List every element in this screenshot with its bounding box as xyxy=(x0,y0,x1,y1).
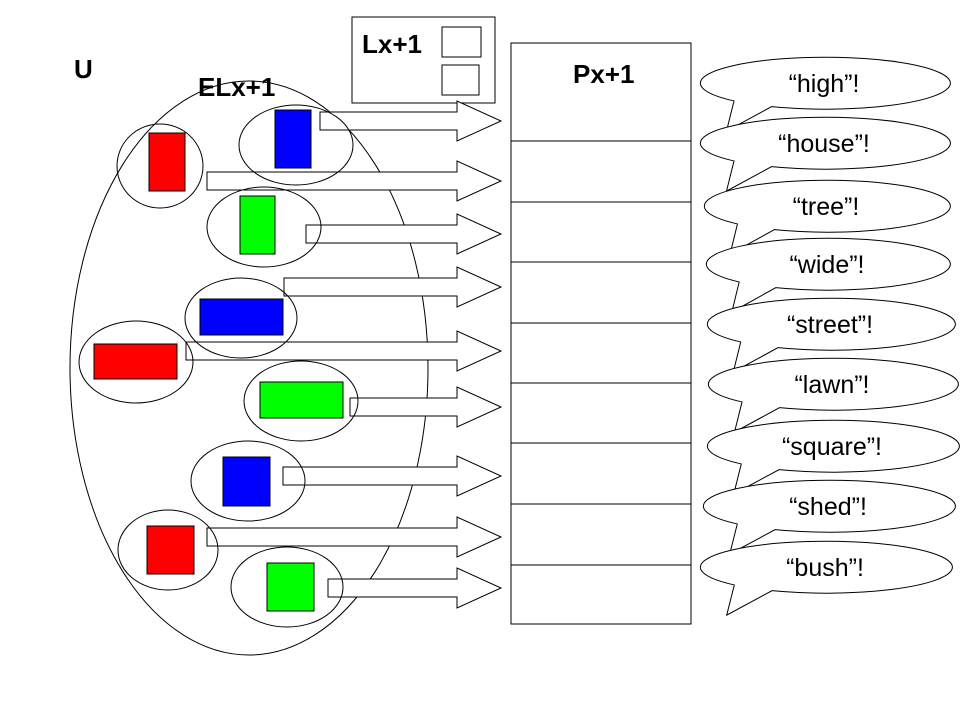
element-circle xyxy=(116,123,204,209)
universe-label: U xyxy=(74,54,93,84)
speech-bubble-text: “shed”! xyxy=(789,493,867,521)
speech-bubble: “shed”! xyxy=(702,479,956,556)
bubbles-layer: “high”! “house”! “tree”! “wide”! “street”! “l… xyxy=(699,56,960,617)
arrows-layer xyxy=(185,100,503,609)
speech-bubble: “tree”! xyxy=(703,179,951,256)
mapping-arrow xyxy=(282,455,503,497)
speech-bubble-text: “tree”! xyxy=(793,193,860,221)
speech-bubble-outline xyxy=(705,237,951,314)
mapping-arrow xyxy=(305,213,503,255)
mapping-arrow xyxy=(349,386,503,428)
legend-swatch-top xyxy=(441,26,482,58)
panel-box xyxy=(510,42,692,625)
red-square-rect xyxy=(146,525,195,575)
speech-bubble-outline xyxy=(703,179,951,256)
mapping-arrow xyxy=(327,567,503,609)
green-wide-rect xyxy=(259,381,344,419)
speech-bubble-outline xyxy=(699,540,953,617)
panel-label: Px+1 xyxy=(573,59,634,89)
element-set-ellipse xyxy=(69,80,429,656)
element-circle xyxy=(190,440,306,522)
mapping-arrow xyxy=(206,516,503,558)
element-circle xyxy=(117,509,219,591)
mapping-arrow xyxy=(319,100,503,142)
speech-bubble-outline xyxy=(699,56,951,133)
red-tall-rect xyxy=(148,132,186,192)
speech-bubble: “house”! xyxy=(699,116,951,193)
speech-bubble-text: “street”! xyxy=(787,311,873,339)
speech-bubble-text: “house”! xyxy=(778,130,870,158)
blue-tall-rect xyxy=(274,109,312,169)
red-wide-rect xyxy=(93,343,178,380)
speech-bubble-text: “lawn”! xyxy=(794,371,869,399)
speech-bubble-outline xyxy=(706,297,956,374)
element-circle xyxy=(206,186,322,268)
speech-bubble-outline xyxy=(699,116,951,193)
element-circle xyxy=(243,360,359,442)
speech-bubble-text: “bush”! xyxy=(786,554,864,582)
speech-bubble: “bush”! xyxy=(699,540,953,617)
speech-bubble-outline xyxy=(702,479,956,556)
mapping-arrow xyxy=(283,266,503,308)
speech-bubble: “lawn”! xyxy=(707,357,959,434)
mapping-arrow xyxy=(185,330,503,372)
element-circle xyxy=(238,104,354,186)
blue-wide-rect xyxy=(199,298,284,336)
speech-bubble-text: “high”! xyxy=(789,70,860,98)
green-square-rect xyxy=(266,562,315,612)
speech-bubble: “street”! xyxy=(706,297,956,374)
mapping-arrow xyxy=(206,160,503,202)
element-circle xyxy=(78,320,194,404)
element-circle xyxy=(230,546,344,628)
blue-square-rect xyxy=(222,456,271,507)
speech-bubble-outline xyxy=(707,357,959,434)
speech-bubble: “high”! xyxy=(699,56,951,133)
elements-layer xyxy=(78,104,359,628)
speech-bubble-text: “square”! xyxy=(782,433,882,461)
element-set-label: ELx+1 xyxy=(198,72,275,102)
speech-bubble: “wide”! xyxy=(705,237,951,314)
speech-bubble-text: “wide”! xyxy=(789,251,864,279)
legend-label: Lx+1 xyxy=(362,29,422,59)
speech-bubble-outline xyxy=(706,419,960,496)
element-circle xyxy=(184,277,298,359)
panel-dividers xyxy=(511,140,691,566)
speech-bubble: “square”! xyxy=(706,419,960,496)
green-tall-rect xyxy=(239,195,276,255)
legend-swatch-bottom xyxy=(441,64,480,96)
